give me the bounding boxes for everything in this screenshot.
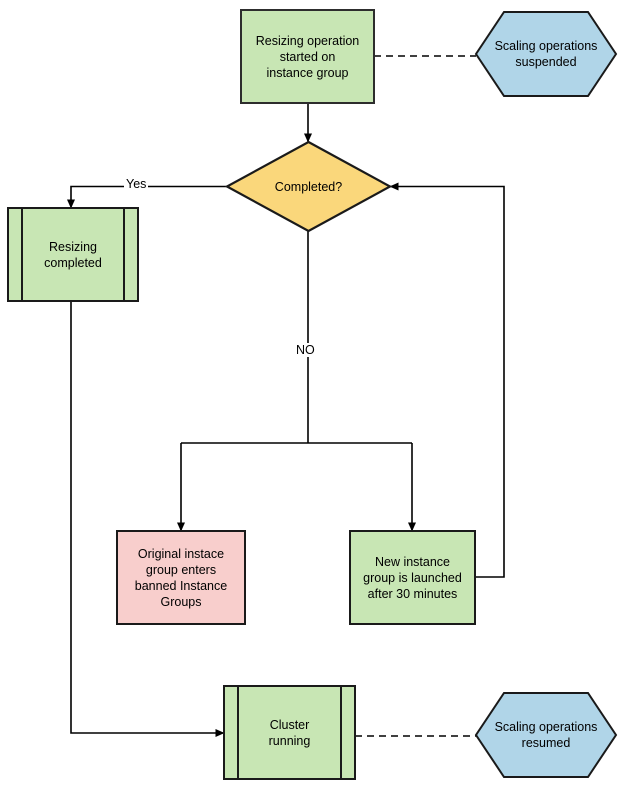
edge-decision-yes <box>67 185 227 209</box>
node-original-group-banned[interactable] <box>116 530 246 625</box>
node-scaling-suspended[interactable] <box>474 11 618 97</box>
node-scaling-resumed[interactable] <box>474 692 618 778</box>
node-resizing-completed[interactable] <box>7 207 139 302</box>
edge-decision-no <box>177 231 412 532</box>
node-new-group-launched[interactable] <box>349 530 476 625</box>
node-completed-decision[interactable] <box>224 140 393 233</box>
edge-label-yes: Yes <box>124 177 149 191</box>
edge-new-group-feedback <box>389 182 505 578</box>
node-resizing-started[interactable] <box>240 9 375 104</box>
node-cluster-running[interactable] <box>223 685 356 780</box>
edge-resizing-to-cluster <box>70 301 225 737</box>
edge-label-no: NO <box>294 343 317 357</box>
